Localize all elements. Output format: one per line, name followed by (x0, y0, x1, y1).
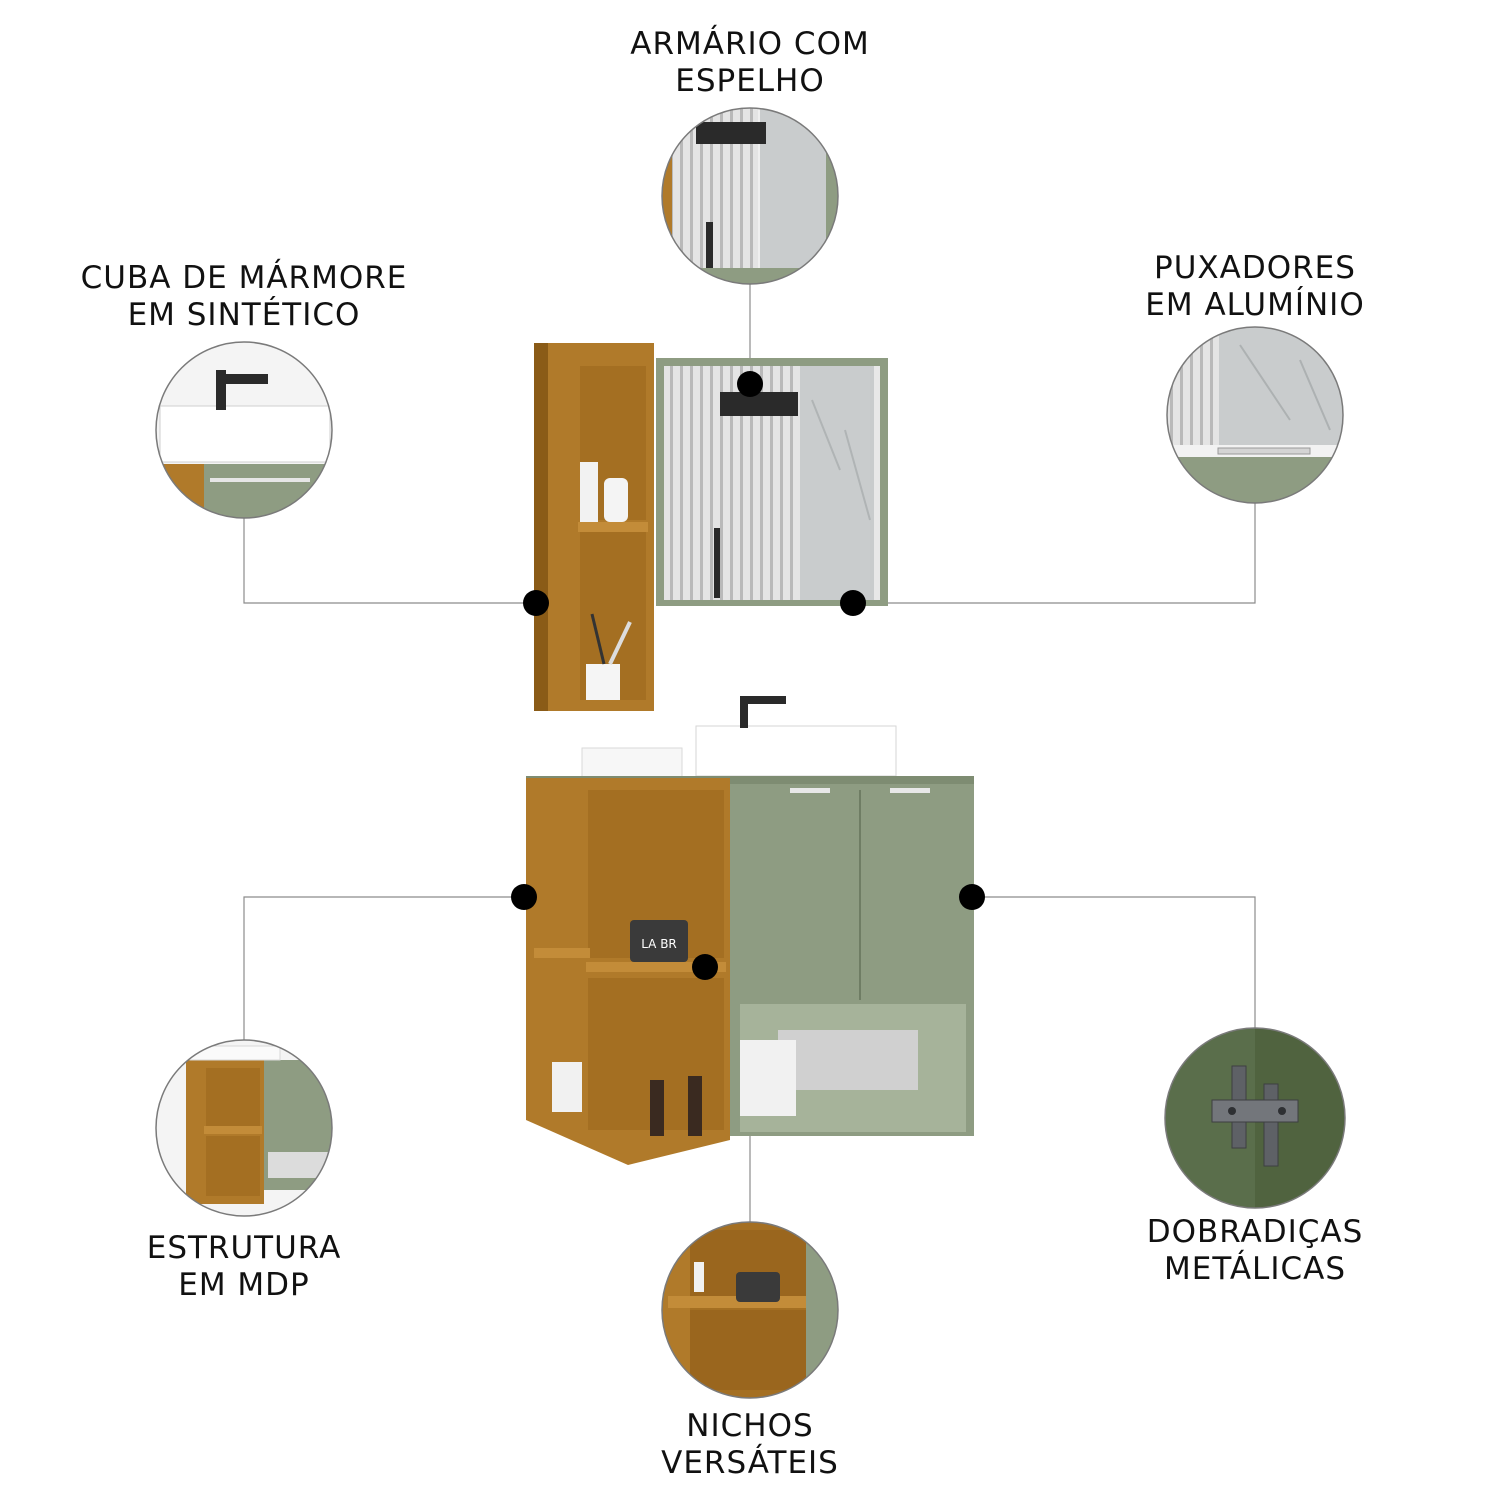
connector-dobradicas (972, 896, 1256, 1028)
mirror-cabinet (656, 358, 888, 606)
upper-niche-tower (534, 343, 654, 711)
label-armario-line2: ESPELHO (675, 63, 825, 99)
label-cuba-line1: CUBA DE MÁRMORE (80, 260, 408, 296)
dot-armario (737, 371, 763, 397)
dot-dobradicas (959, 884, 985, 910)
connector-estrutura (243, 896, 524, 1040)
label-nichos-line1: NICHOS (686, 1408, 814, 1444)
handle-icon (1166, 326, 1344, 504)
label-dobradicas: DOBRADIÇAS METÁLICAS (1147, 1214, 1364, 1288)
sink-icon (155, 341, 333, 519)
label-puxadores-line2: EM ALUMÍNIO (1145, 287, 1365, 323)
label-armario-line1: ARMÁRIO COM (630, 26, 870, 62)
label-dobradicas-line1: DOBRADIÇAS (1146, 1214, 1364, 1250)
label-estrutura-line2: EM MDP (178, 1267, 310, 1303)
niche-icon (661, 1221, 839, 1399)
dot-cuba (523, 590, 549, 616)
label-dobradicas-line2: METÁLICAS (1163, 1251, 1347, 1287)
label-nichos-line2: VERSÁTEIS (661, 1445, 839, 1481)
dot-nichos (692, 954, 718, 980)
label-estrutura: ESTRUTURA EM MDP (147, 1230, 342, 1304)
label-nichos: NICHOS VERSÁTEIS (661, 1408, 839, 1482)
vanity-cabinet: LA BR (526, 696, 974, 1165)
label-estrutura-line1: ESTRUTURA (146, 1230, 342, 1266)
mdp-structure-icon (155, 1039, 333, 1217)
dot-estrutura (511, 884, 537, 910)
label-puxadores-line1: PUXADORES (1154, 250, 1356, 286)
label-cuba-line2: EM SINTÉTICO (127, 297, 361, 333)
connector-cuba (243, 518, 536, 604)
mirror-cabinet-icon (661, 107, 839, 285)
label-puxadores: PUXADORES EM ALUMÍNIO (1145, 250, 1364, 324)
dot-puxadores (840, 590, 866, 616)
hinge-icon (1164, 1027, 1346, 1209)
callout-dots (511, 371, 985, 980)
jar-label: LA BR (641, 937, 677, 951)
label-armario: ARMÁRIO COM ESPELHO (630, 26, 869, 100)
connector-puxadores (853, 503, 1256, 604)
label-cuba: CUBA DE MÁRMORE EM SINTÉTICO (81, 260, 408, 334)
